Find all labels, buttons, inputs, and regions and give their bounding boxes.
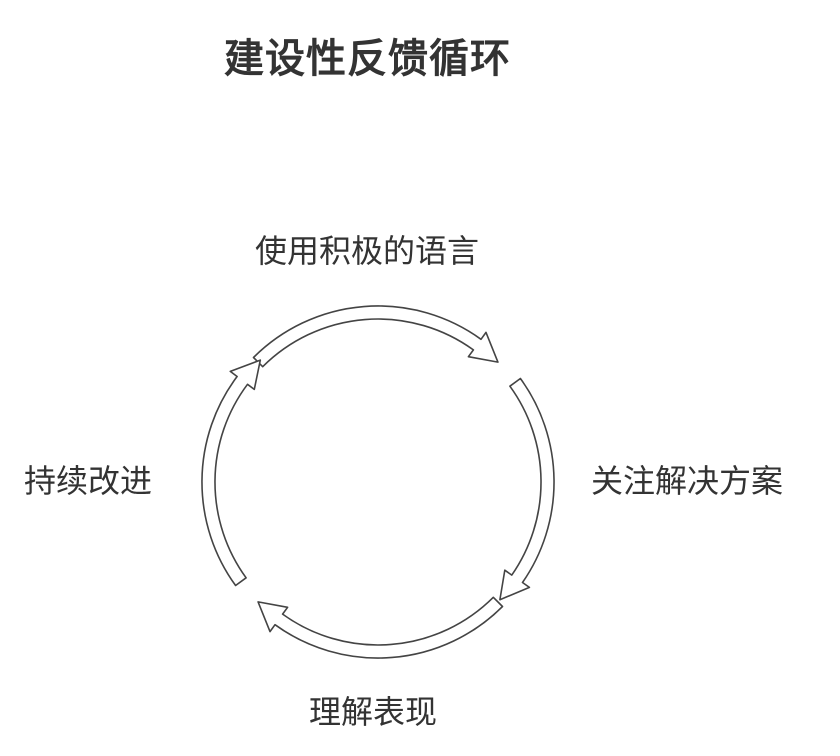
arrow-left-to-top (201, 359, 262, 587)
step-label-top: 使用积极的语言 (255, 232, 480, 270)
arrow-right-to-bottom (499, 377, 555, 601)
arrow-bottom-to-left (257, 596, 504, 659)
step-label-right: 关注解决方案 (591, 462, 784, 500)
diagram-title: 建设性反馈循环 (224, 36, 511, 82)
arrow-top-to-right (252, 305, 499, 368)
step-label-left: 持续改进 (24, 462, 153, 500)
step-label-bottom: 理解表现 (309, 693, 438, 731)
